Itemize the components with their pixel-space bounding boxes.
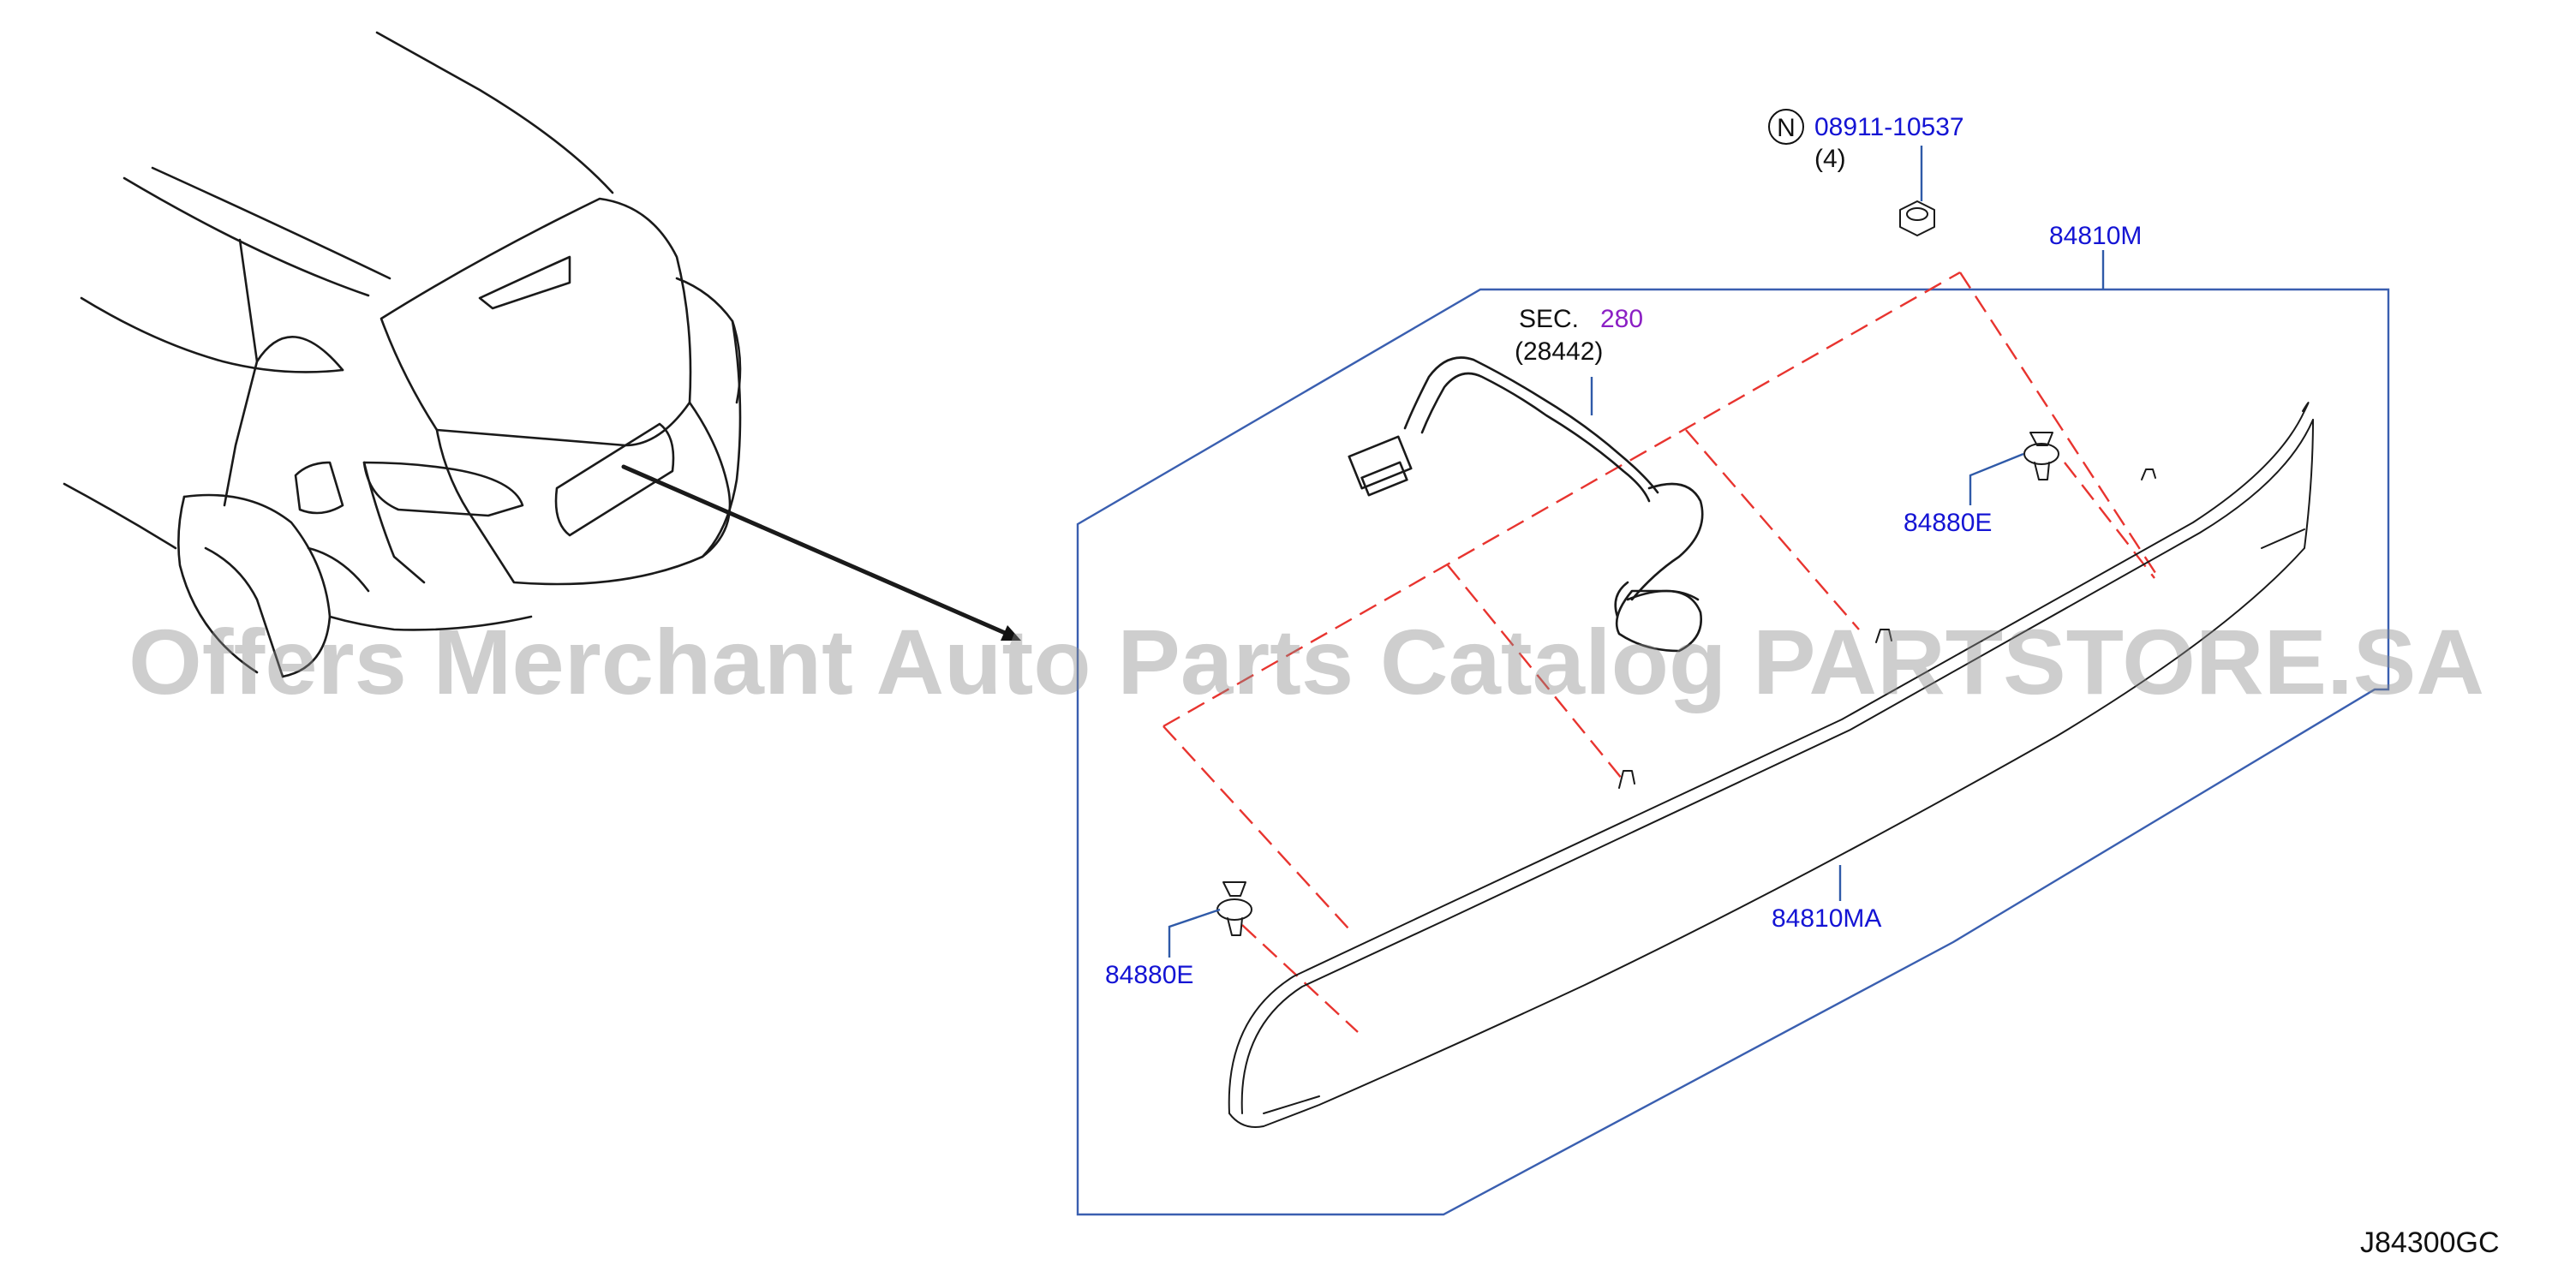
clip-left-part-number[interactable]: 84880E [1105, 961, 1193, 989]
label-nut[interactable]: N 08911-10537 (4) [1768, 109, 1964, 173]
clip-icon-left [1168, 881, 1252, 958]
finisher-assy-part-number[interactable]: 84810M [2049, 222, 2142, 250]
finisher-bar-icon [1228, 402, 2314, 1128]
clip-right-part-number[interactable]: 84880E [1904, 509, 1992, 537]
harness-part-number: (28442) [1515, 337, 1603, 366]
diagram-code: J84300GC [2360, 1226, 2500, 1259]
label-harness[interactable]: SEC. 280 (28442) [1515, 305, 1643, 366]
assembly-frame [1076, 288, 2390, 1216]
nut-icon [1899, 146, 1935, 236]
watermark: Offers Merchant Auto Parts Catalog PARTS… [129, 610, 2484, 713]
pointer-arrow [621, 464, 1021, 641]
camera-harness-icon [1348, 356, 1704, 653]
harness-section-prefix: SEC. [1519, 305, 1579, 333]
vehicle-rear-icon [63, 31, 742, 678]
assembly-dashes [1162, 271, 2159, 1033]
harness-section-number[interactable]: 280 [1600, 305, 1643, 333]
nut-part-number[interactable]: 08911-10537 [1814, 113, 1964, 141]
clip-icon [1969, 432, 2059, 505]
nut-quantity: (4) [1814, 145, 1846, 173]
finisher-part-number[interactable]: 84810MA [1772, 904, 1881, 933]
nut-prefix: N [1777, 114, 1796, 142]
